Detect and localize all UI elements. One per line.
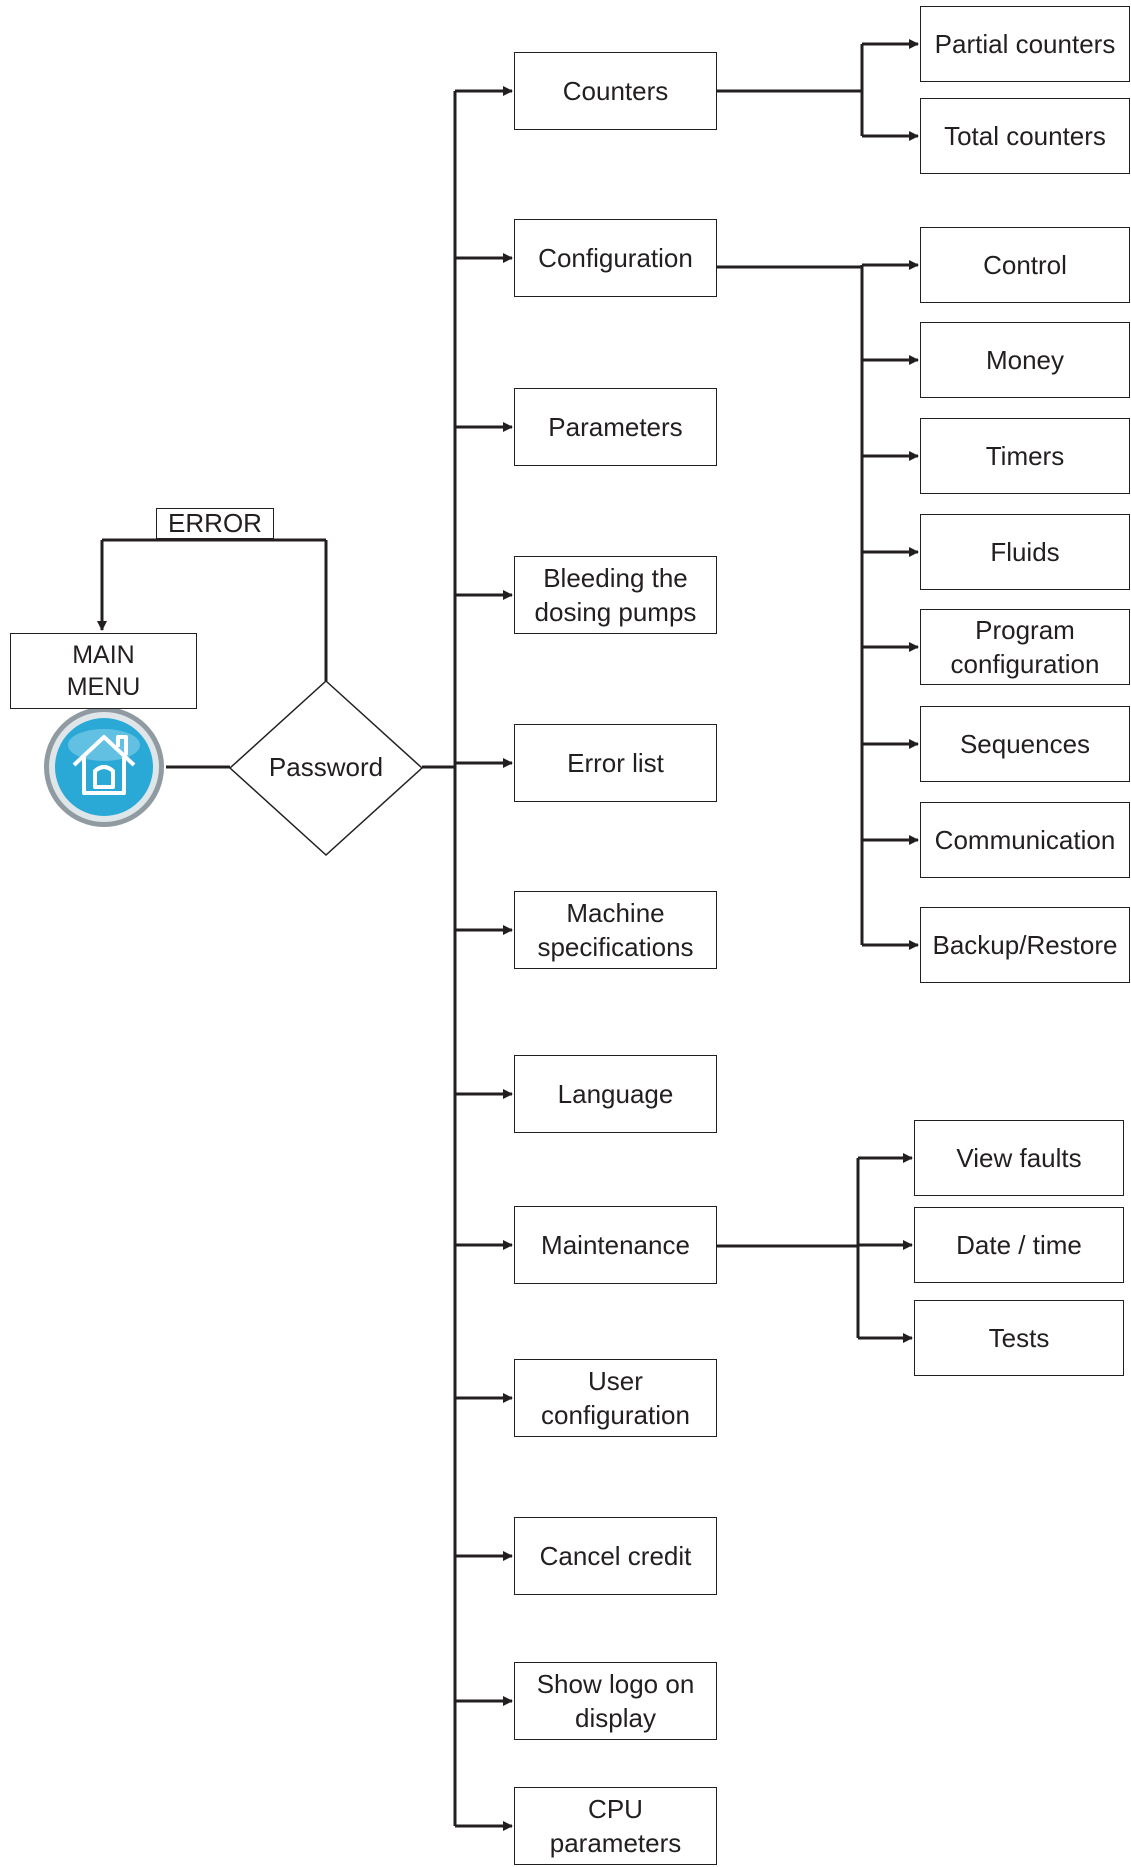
program-config-box[interactable]: Program configuration — [920, 609, 1130, 685]
password-label: Password — [268, 752, 384, 782]
view-faults-box[interactable]: View faults — [914, 1120, 1124, 1196]
total-counters-box[interactable]: Total counters — [920, 98, 1130, 174]
show-logo-box[interactable]: Show logo on display — [514, 1662, 717, 1740]
partial-counters-box[interactable]: Partial counters — [920, 6, 1130, 82]
user-config-box[interactable]: User configuration — [514, 1359, 717, 1437]
language-box[interactable]: Language — [514, 1055, 717, 1133]
machine-specs-box[interactable]: Machine specifications — [514, 891, 717, 969]
password-diamond[interactable] — [228, 679, 424, 857]
date-time-box[interactable]: Date / time — [914, 1207, 1124, 1283]
money-box[interactable]: Money — [920, 322, 1130, 398]
counters-box[interactable]: Counters — [514, 52, 717, 130]
home-icon[interactable] — [44, 707, 164, 827]
parameters-box[interactable]: Parameters — [514, 388, 717, 466]
cpu-params-box[interactable]: CPU parameters — [514, 1787, 717, 1865]
error-label: ERROR — [156, 508, 274, 539]
maintenance-box[interactable]: Maintenance — [514, 1206, 717, 1284]
tests-box[interactable]: Tests — [914, 1300, 1124, 1376]
main-menu-box[interactable]: MAIN MENU — [10, 633, 197, 709]
error-list-box[interactable]: Error list — [514, 724, 717, 802]
cancel-credit-box[interactable]: Cancel credit — [514, 1517, 717, 1595]
configuration-box[interactable]: Configuration — [514, 219, 717, 297]
communication-box[interactable]: Communication — [920, 802, 1130, 878]
control-box[interactable]: Control — [920, 227, 1130, 303]
bleeding-box[interactable]: Bleeding the dosing pumps — [514, 556, 717, 634]
sequences-box[interactable]: Sequences — [920, 706, 1130, 782]
fluids-box[interactable]: Fluids — [920, 514, 1130, 590]
backup-restore-box[interactable]: Backup/Restore — [920, 907, 1130, 983]
timers-box[interactable]: Timers — [920, 418, 1130, 494]
